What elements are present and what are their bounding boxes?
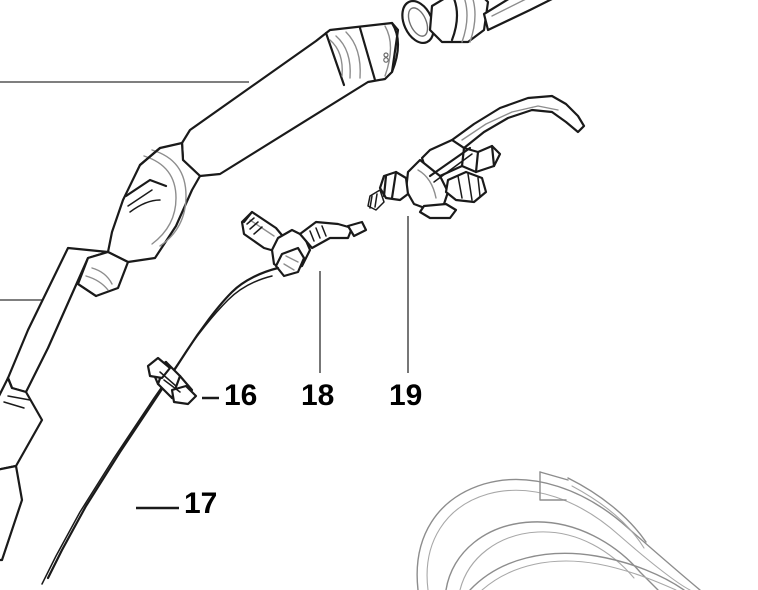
callout-label-18: 18 [301,379,335,412]
upper-connector-rings [401,0,553,44]
leader-line-group [0,81,409,510]
callout-label-17: 17 [184,487,218,520]
lever-valve-assembly [367,94,586,220]
retaining-clip [146,356,198,406]
oil-dipstick [41,266,280,585]
vent-valve-fitting [240,210,368,278]
callout-label-16: 16 [224,379,258,412]
hose-loops [416,471,701,590]
callout-label-19: 19 [389,379,423,412]
main-guide-tube [0,21,400,562]
